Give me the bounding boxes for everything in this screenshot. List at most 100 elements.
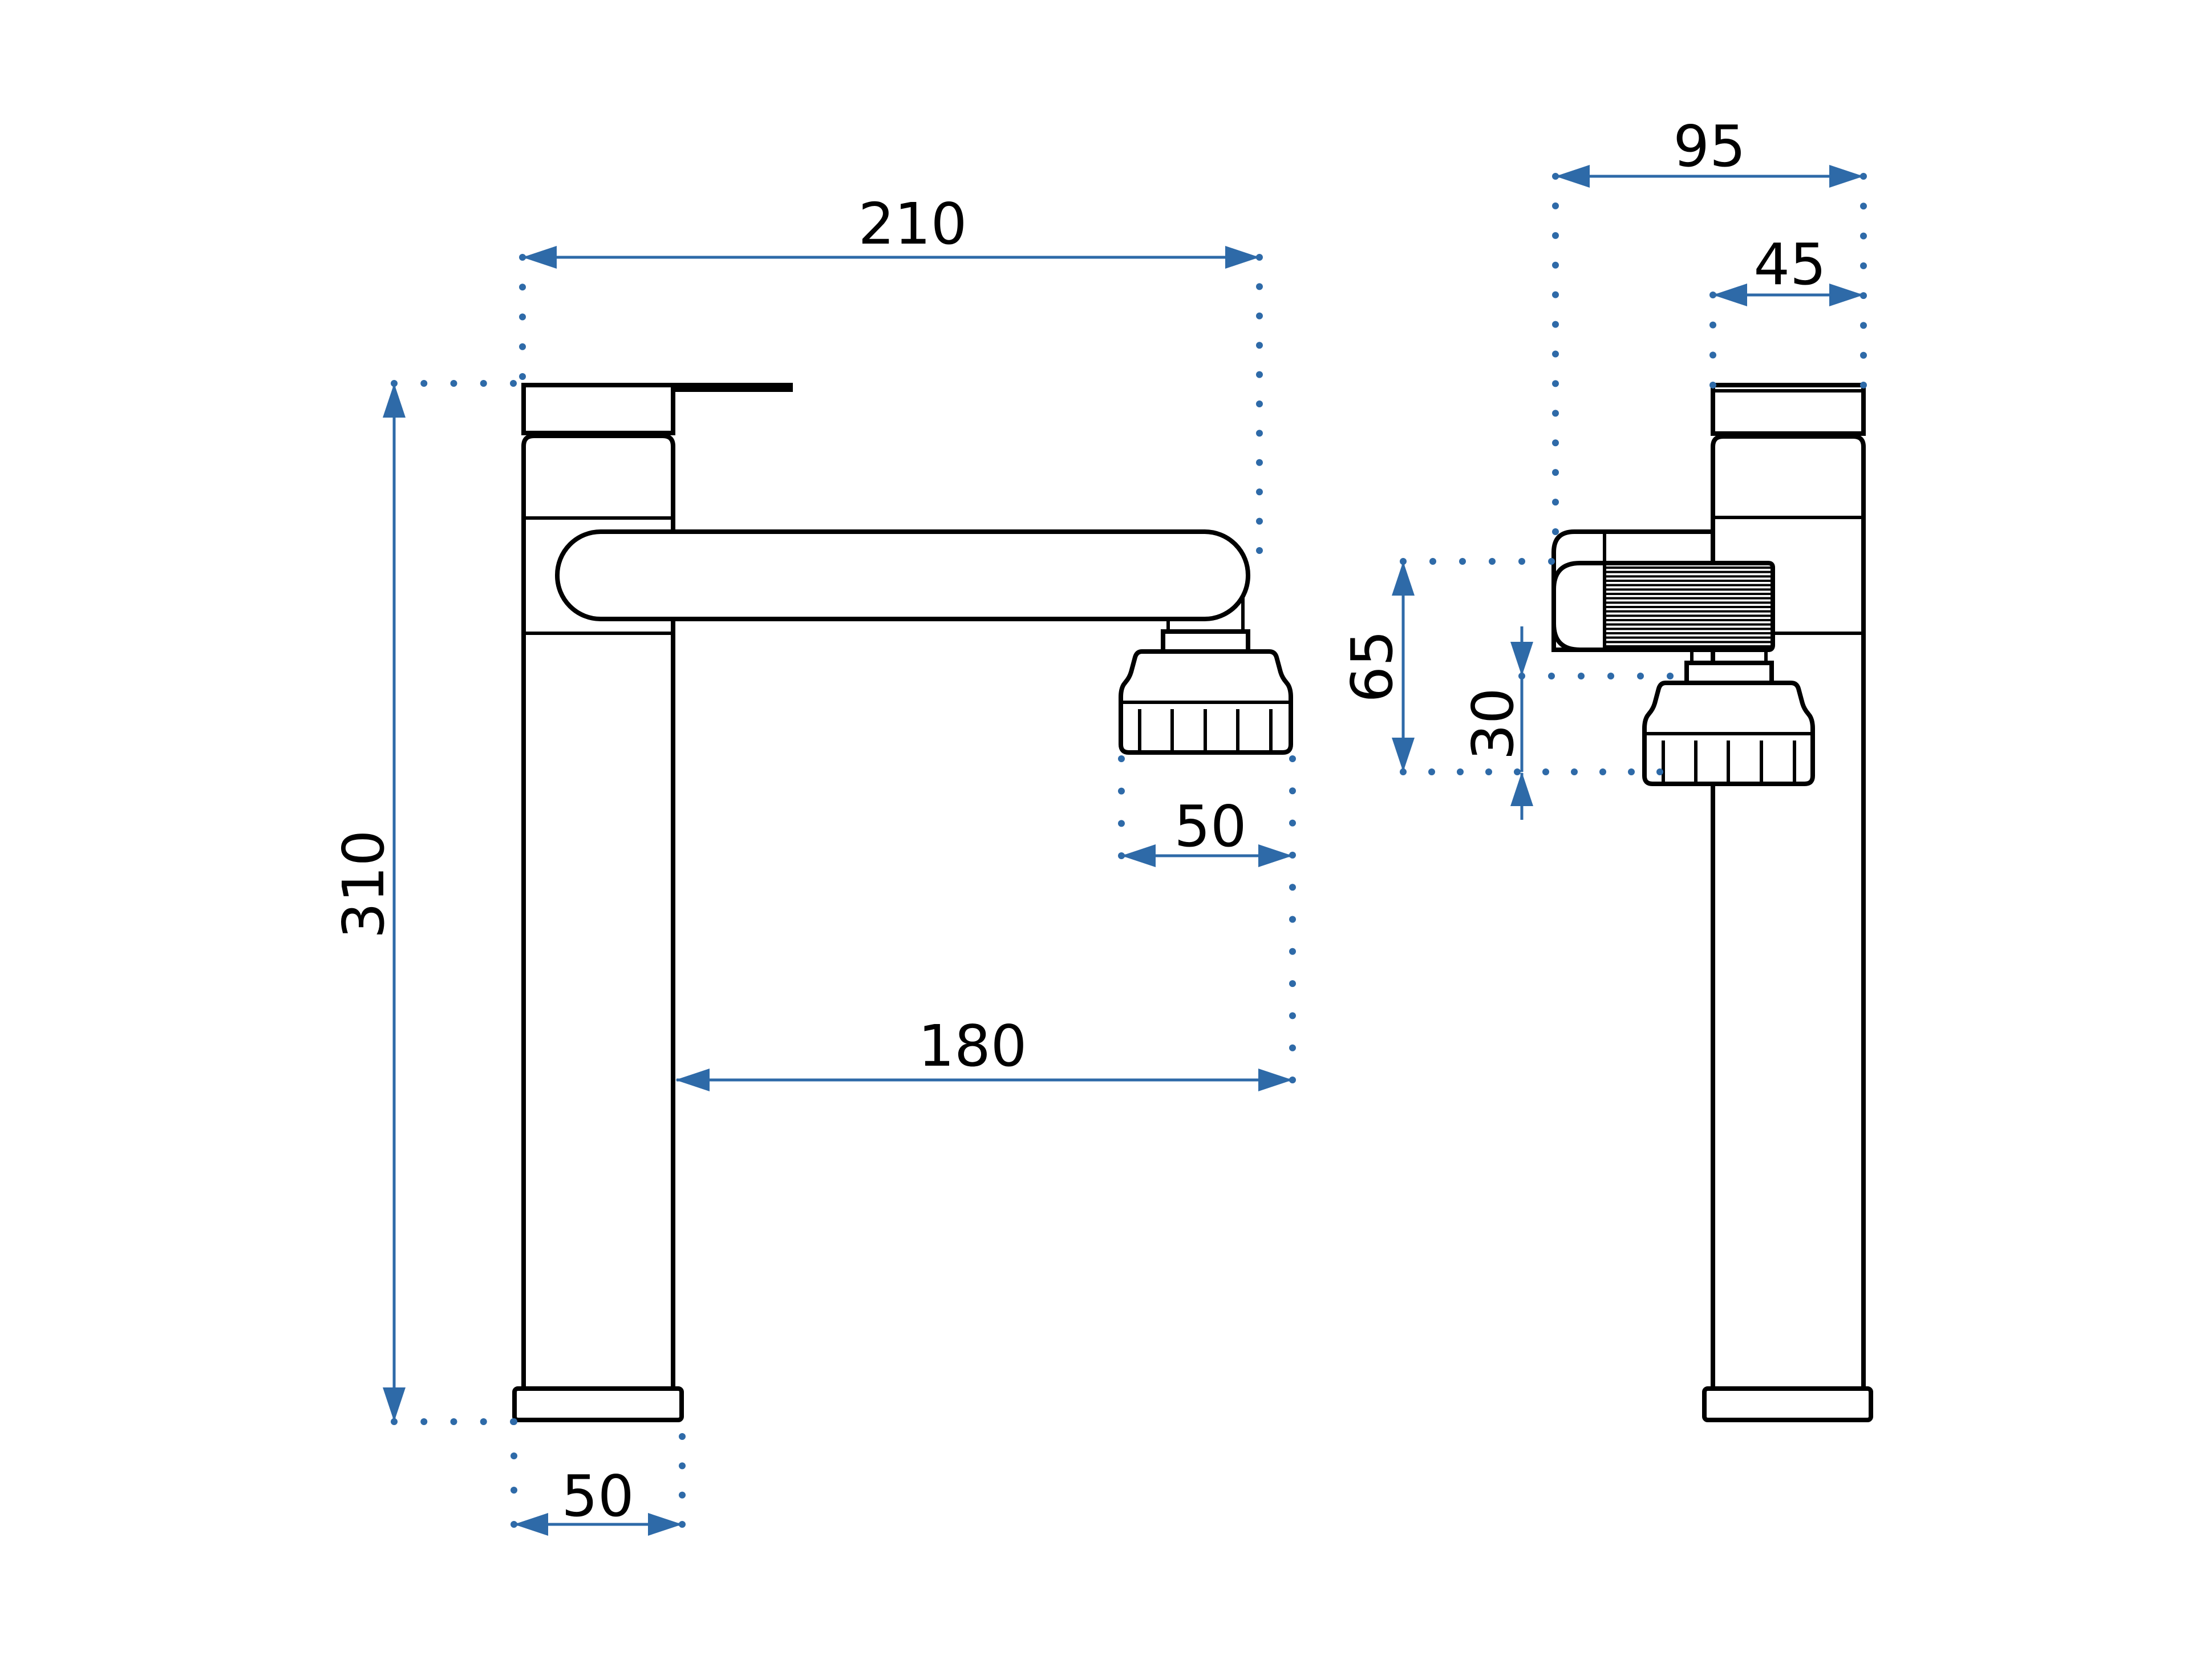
extension-dot — [1256, 430, 1263, 437]
extension-dot — [1709, 321, 1716, 329]
extension-dot — [1552, 469, 1559, 476]
extension-dot — [1256, 547, 1263, 554]
lever-handle — [521, 383, 793, 435]
extension-dot — [1552, 350, 1559, 358]
extension-dot — [511, 1487, 517, 1494]
extension-dot — [1256, 312, 1263, 319]
extension-dot — [1118, 820, 1125, 827]
extension-65-bottom — [1400, 768, 1663, 775]
extension-210-left — [519, 254, 526, 380]
extension-dot — [1289, 980, 1296, 988]
extension-dot — [1709, 292, 1716, 298]
extension-dot — [1860, 262, 1867, 269]
extension-dot — [1599, 768, 1606, 775]
extension-dot — [1118, 787, 1125, 795]
extension-aerator-50-right — [1289, 755, 1296, 1083]
extension-dot — [1860, 232, 1867, 240]
extension-dot — [519, 343, 526, 350]
aerator-ribs — [1138, 709, 1273, 752]
extension-dot — [519, 254, 526, 261]
extension-dot — [1637, 673, 1644, 679]
extension-dot — [519, 284, 526, 291]
extension-310-bottom — [391, 1418, 517, 1425]
extension-dot — [679, 1491, 686, 1499]
extension-dot — [1578, 673, 1585, 679]
extension-dot — [1518, 558, 1525, 565]
extension-dot — [519, 373, 526, 380]
extension-95-right — [1860, 173, 1867, 389]
extension-dot — [1552, 439, 1559, 447]
extension-dot — [1860, 322, 1867, 329]
dim-label-45: 45 — [1753, 231, 1826, 298]
extension-210-right — [1256, 254, 1263, 554]
extension-95-left — [1552, 173, 1559, 535]
extension-dot — [1656, 768, 1663, 775]
extension-dot — [679, 1521, 686, 1528]
extension-dot — [1709, 351, 1716, 359]
extension-dot — [1256, 459, 1263, 466]
extension-dot — [511, 1452, 517, 1459]
extension-dot — [1428, 768, 1435, 775]
extension-dot — [1552, 321, 1559, 328]
extension-dot — [1256, 488, 1263, 496]
extension-dot — [1429, 558, 1436, 565]
extension-dot — [1400, 768, 1407, 775]
extension-dot — [1289, 1012, 1296, 1019]
side-view — [512, 383, 1293, 1422]
extension-dot — [1256, 400, 1263, 407]
extension-dot — [1552, 380, 1559, 387]
extension-dot — [1256, 371, 1263, 378]
extension-dot — [1571, 768, 1578, 775]
extension-dot — [1709, 382, 1716, 389]
extension-base-50-left — [511, 1418, 517, 1528]
extension-dot — [450, 1418, 457, 1425]
extension-dot — [1457, 768, 1464, 775]
extension-dot — [1518, 673, 1525, 679]
extension-dot — [1289, 948, 1296, 955]
extension-dot — [391, 380, 398, 387]
dim-label-210: 210 — [858, 191, 967, 257]
extension-dot — [1542, 768, 1549, 775]
extension-45-left — [1709, 292, 1716, 389]
front-view — [1551, 383, 1873, 1422]
extension-dot — [1118, 755, 1125, 762]
extension-dot — [1256, 342, 1263, 349]
extension-dot — [1552, 202, 1559, 209]
extension-dot — [511, 1521, 517, 1528]
extension-dot — [1860, 351, 1867, 359]
extension-dot — [1548, 558, 1555, 565]
extension-dot — [480, 380, 487, 387]
dim-label-95: 95 — [1673, 113, 1745, 180]
extension-dot — [1400, 558, 1407, 565]
extension-dot — [1289, 787, 1296, 795]
extension-310-top — [391, 380, 517, 387]
extension-dot — [1289, 916, 1296, 923]
dim-label-310: 310 — [330, 830, 397, 939]
extension-dot — [1489, 558, 1496, 565]
dim-label-base-50: 50 — [561, 1463, 634, 1529]
extension-dot — [420, 380, 428, 387]
extension-dot — [1256, 283, 1263, 290]
dimension-annotations — [383, 165, 1867, 1536]
extension-dot — [420, 1418, 428, 1425]
extension-dot — [1289, 819, 1296, 827]
extension-aerator-50-left — [1118, 755, 1125, 859]
knurl-lines — [1605, 567, 1772, 648]
extension-65-top — [1400, 558, 1555, 565]
extension-dot — [1607, 673, 1614, 679]
extension-dot — [1628, 768, 1635, 775]
extension-dot — [1514, 768, 1521, 775]
dim-label-65: 65 — [1339, 630, 1405, 702]
extension-dot — [510, 380, 517, 387]
extension-dot — [1256, 517, 1263, 525]
extension-dot — [1552, 232, 1559, 239]
aerator-collar-front — [1684, 661, 1774, 685]
lever-handle-front — [1711, 383, 1866, 436]
extension-dot — [1552, 291, 1559, 298]
extension-dot — [1289, 851, 1296, 859]
extension-dot — [1256, 254, 1263, 261]
extension-dot — [1552, 261, 1559, 269]
extension-base-50-right — [679, 1433, 686, 1528]
dim-label-30: 30 — [1460, 687, 1526, 760]
